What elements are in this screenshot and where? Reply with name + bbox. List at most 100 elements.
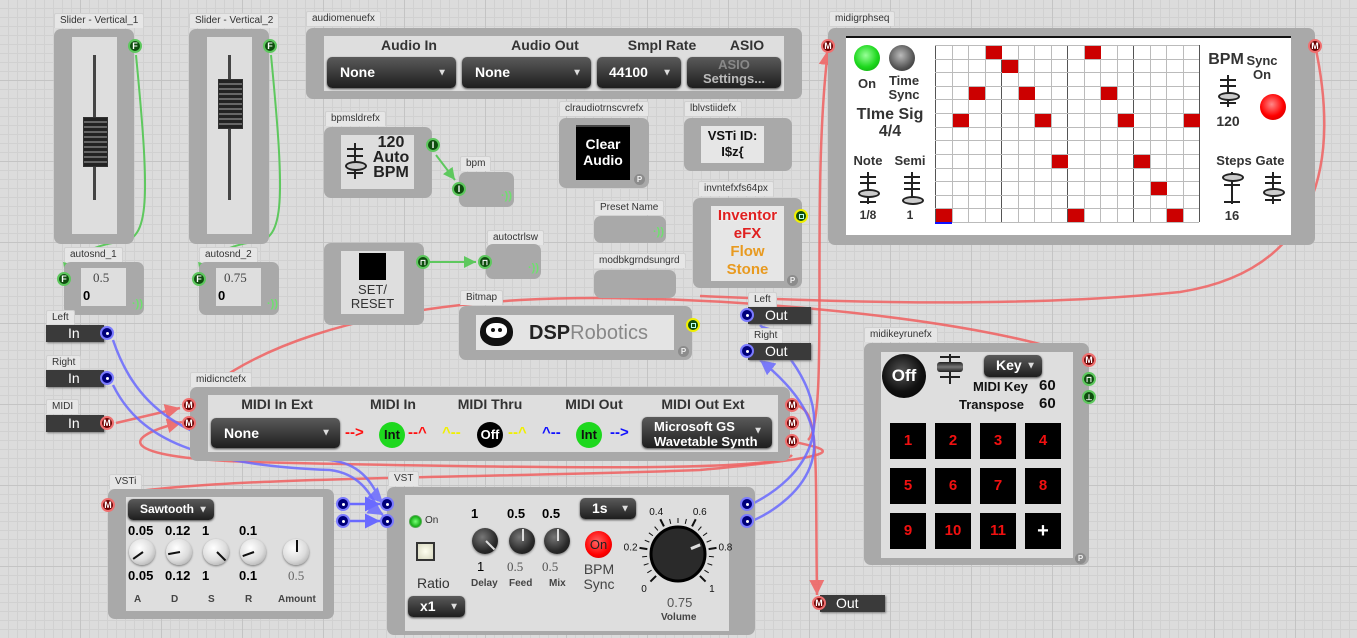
sequencer-note[interactable] — [969, 87, 985, 100]
bpm-slider-icon[interactable] — [1217, 75, 1240, 107]
vst-audio-in-right[interactable] — [380, 514, 394, 528]
keyrune-midi-port[interactable]: M — [1082, 353, 1096, 367]
midi-in-port[interactable]: M — [100, 416, 114, 430]
slider1-handle[interactable] — [83, 117, 108, 167]
key-pad-button[interactable]: 8 — [1025, 468, 1061, 504]
midi-out-port[interactable]: M — [812, 596, 826, 610]
slider2-handle[interactable] — [218, 79, 243, 129]
ratio-toggle-button[interactable] — [416, 542, 435, 561]
note-slider-icon[interactable] — [857, 172, 880, 204]
vst-on-led[interactable] — [409, 515, 422, 528]
slider1-float-out-port[interactable]: F — [128, 39, 142, 53]
key-pad-button[interactable]: 4 — [1025, 423, 1061, 459]
autoctrlsw-trigger-in-port[interactable]: ⊓ — [478, 255, 492, 269]
delay-knob[interactable] — [472, 528, 498, 554]
slider2-float-out-port[interactable]: F — [263, 39, 277, 53]
set-reset-button[interactable] — [359, 253, 386, 280]
left-out-audio-port[interactable] — [740, 308, 754, 322]
autosnd1-float-in-port[interactable]: F — [57, 272, 71, 286]
key-pad-button[interactable]: + — [1025, 513, 1061, 549]
sequencer-note[interactable] — [1134, 155, 1150, 168]
sequencer-note[interactable] — [953, 114, 969, 127]
envelope-knob-s[interactable] — [203, 539, 229, 565]
slider-icon[interactable] — [344, 143, 367, 179]
sequencer-note[interactable] — [1118, 114, 1134, 127]
sequencer-note[interactable] — [1151, 182, 1167, 195]
midicnct-out-port-3[interactable]: M — [785, 434, 799, 448]
midicnct-in-port-1[interactable]: M — [182, 398, 196, 412]
inventor-bitmap-port[interactable] — [794, 209, 808, 223]
key-pad-button[interactable]: 7 — [980, 468, 1016, 504]
midi-thru-toggle[interactable]: Off — [477, 422, 503, 448]
delay-time-dropdown[interactable]: 1s▼ — [580, 498, 636, 519]
sequencer-note[interactable] — [1101, 87, 1117, 100]
sequencer-note[interactable] — [936, 209, 952, 222]
right-in-audio-port[interactable] — [100, 371, 114, 385]
midi-out-toggle[interactable]: Int — [576, 422, 602, 448]
sequencer-note[interactable] — [1035, 114, 1051, 127]
sequencer-note[interactable] — [986, 46, 1002, 59]
midi-in-ext-dropdown[interactable]: None▼ — [211, 418, 340, 448]
vst-audio-out-right[interactable] — [740, 514, 754, 528]
envelope-knob-r[interactable] — [240, 539, 266, 565]
midicnct-out-port-2[interactable]: M — [785, 416, 799, 430]
key-pad-button[interactable]: 9 — [890, 513, 926, 549]
sync-on-led[interactable] — [1260, 94, 1286, 120]
key-pad-button[interactable]: 10 — [935, 513, 971, 549]
key-pad-button[interactable]: 1 — [890, 423, 926, 459]
gate-slider-icon[interactable] — [1262, 172, 1285, 204]
keyrune-trigger-port-1[interactable]: ⊓ — [1082, 372, 1096, 386]
midicnct-out-port-1[interactable]: M — [785, 398, 799, 412]
steps-slider-icon[interactable] — [1221, 172, 1244, 204]
autosnd2-float-in-port[interactable]: F — [192, 272, 206, 286]
mix-knob[interactable] — [544, 528, 570, 554]
key-pad-button[interactable]: 3 — [980, 423, 1016, 459]
envelope-knob-a[interactable] — [129, 539, 155, 565]
key-pad-button[interactable]: 2 — [935, 423, 971, 459]
key-dropdown[interactable]: Key▼ — [984, 355, 1042, 377]
semi-slider-icon[interactable] — [901, 172, 924, 205]
seq-on-led[interactable] — [854, 45, 880, 71]
seq-midi-out-port[interactable]: M — [1308, 39, 1322, 53]
sequencer-note[interactable] — [1167, 209, 1183, 222]
waveform-dropdown[interactable]: Sawtooth▼ — [128, 499, 214, 520]
midicnct-in-port-2[interactable]: M — [182, 416, 196, 430]
key-pad-button[interactable]: 6 — [935, 468, 971, 504]
midi-in-toggle[interactable]: Int — [379, 422, 405, 448]
properties-badge-icon[interactable]: P — [634, 174, 645, 185]
left-in-audio-port[interactable] — [100, 326, 114, 340]
bpmsldr-int-out-port[interactable]: I — [426, 138, 440, 152]
key-pad-button[interactable]: 5 — [890, 468, 926, 504]
keyrune-trigger-port-2[interactable]: ⊥ — [1082, 390, 1096, 404]
vsti-midi-in-port[interactable]: M — [101, 498, 115, 512]
feed-knob[interactable] — [509, 528, 535, 554]
bitmap-port[interactable] — [686, 318, 700, 332]
properties-badge-icon[interactable]: P — [678, 346, 689, 357]
asio-settings-button[interactable]: ASIO Settings... — [687, 57, 781, 88]
key-slider-icon[interactable] — [937, 354, 963, 384]
vsti-audio-out-left[interactable] — [336, 497, 350, 511]
right-out-audio-port[interactable] — [740, 344, 754, 358]
bpm-int-in-port[interactable]: I — [452, 182, 466, 196]
sequencer-note[interactable] — [1052, 155, 1068, 168]
audio-in-dropdown[interactable]: None▼ — [327, 57, 456, 88]
envelope-knob-amount[interactable] — [283, 539, 309, 565]
envelope-knob-d[interactable] — [166, 539, 192, 565]
properties-badge-icon[interactable]: P — [787, 275, 798, 286]
key-toggle-button[interactable]: Off — [882, 354, 926, 398]
seq-midi-in-port[interactable]: M — [821, 39, 835, 53]
sample-rate-dropdown[interactable]: 44100▼ — [597, 57, 681, 88]
sequencer-note[interactable] — [1184, 114, 1200, 127]
setreset-trigger-out-port[interactable]: ⊓ — [416, 255, 430, 269]
step-sequencer-grid[interactable] — [935, 45, 1200, 224]
sequencer-note[interactable] — [1019, 87, 1035, 100]
clear-audio-button[interactable]: Clear Audio — [576, 125, 630, 180]
vst-audio-in-left[interactable] — [380, 497, 394, 511]
time-sync-led[interactable] — [889, 45, 915, 71]
key-pad-button[interactable]: 11 — [980, 513, 1016, 549]
vst-audio-out-left[interactable] — [740, 497, 754, 511]
sequencer-note[interactable] — [1085, 46, 1101, 59]
sequencer-note[interactable] — [1002, 60, 1018, 73]
sequencer-note[interactable] — [1068, 209, 1084, 222]
